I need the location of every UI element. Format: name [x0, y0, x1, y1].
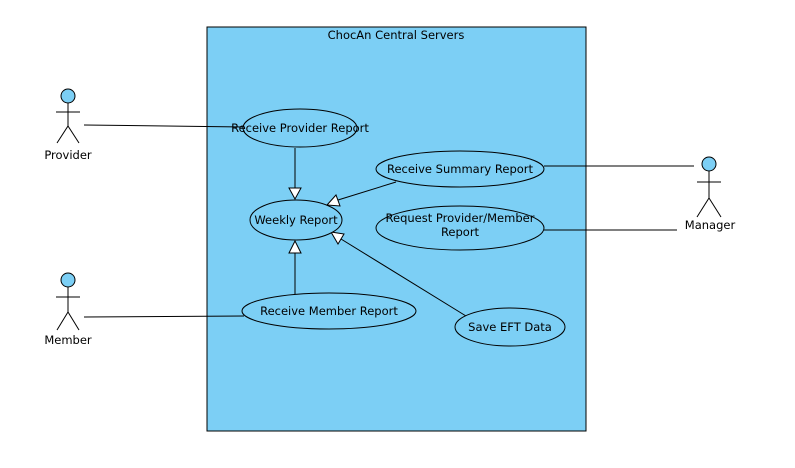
association-provider-receive-provider-report — [83, 124, 245, 128]
svg-text:Receive Summary Report: Receive Summary Report — [387, 162, 534, 176]
generalization-save-eft-data — [330, 231, 467, 317]
svg-text:Request Provider/Member: Request Provider/Member — [386, 211, 535, 225]
use-case-save-eft-data: Save EFT Data — [454, 307, 566, 347]
actor-member: Member — [44, 272, 92, 347]
use-case-request-provider-member-report: Request Provider/Member Report — [375, 205, 545, 251]
svg-text:Weekly Report: Weekly Report — [254, 213, 338, 227]
actor-manager: Manager — [685, 156, 736, 232]
use-case-receive-summary-report: Receive Summary Report — [375, 150, 545, 188]
actor-label-manager: Manager — [685, 218, 736, 232]
actor-head-icon — [60, 88, 76, 104]
association-member-receive-member-report — [83, 315, 245, 318]
actor-label-provider: Provider — [44, 148, 92, 162]
svg-text:Report: Report — [441, 225, 480, 239]
generalization-receive-member-report — [288, 239, 302, 294]
use-case-receive-member-report: Receive Member Report — [241, 292, 417, 330]
generalization-receive-provider-report — [288, 148, 302, 201]
use-case-weekly-report: Weekly Report — [249, 199, 343, 241]
actor-label-member: Member — [44, 333, 92, 347]
system-title: ChocAn Central Servers — [328, 28, 465, 42]
svg-text:Receive Member Report: Receive Member Report — [260, 304, 398, 318]
use-case-receive-provider-report: Receive Provider Report — [231, 108, 369, 148]
actor-head-icon — [60, 272, 76, 288]
actor-provider: Provider — [44, 88, 92, 162]
svg-text:Receive Provider Report: Receive Provider Report — [231, 121, 369, 135]
generalization-receive-summary-report — [325, 181, 397, 207]
actor-head-icon — [701, 156, 717, 172]
svg-text:Save EFT Data: Save EFT Data — [468, 320, 552, 334]
